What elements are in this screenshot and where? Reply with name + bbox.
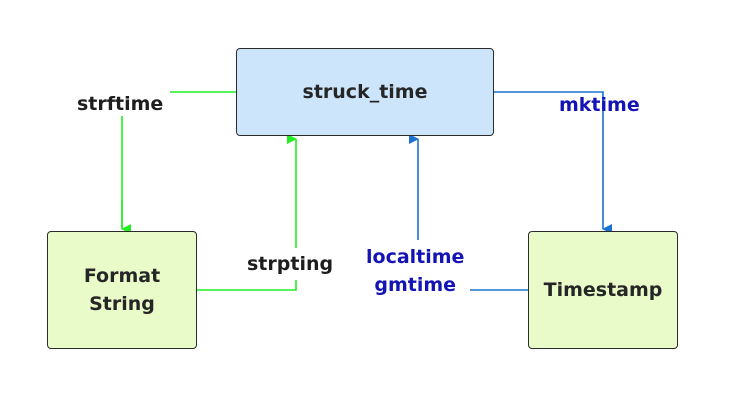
node-format-string-label-line1: Format: [83, 265, 161, 287]
edge-label-gmtime: gmtime: [374, 274, 457, 296]
edge-label-localtime-gmtime: localtime gmtime: [366, 243, 464, 299]
edge-label-strpting: strpting: [247, 253, 334, 275]
edge-label-strftime: strftime: [77, 93, 164, 115]
node-timestamp: Timestamp: [528, 231, 678, 349]
mktime-arrow: [494, 91, 604, 120]
strpting-arrow: [197, 280, 297, 291]
edge-label-localtime: localtime: [366, 246, 465, 268]
node-format-string: Format String: [47, 231, 197, 349]
node-format-string-label-line2: String: [89, 293, 155, 315]
node-timestamp-label: Timestamp: [543, 279, 663, 301]
node-struct-time-label: struck_time: [302, 81, 428, 103]
edge-label-mktime: mktime: [559, 94, 640, 116]
node-struct-time: struck_time: [236, 48, 494, 136]
